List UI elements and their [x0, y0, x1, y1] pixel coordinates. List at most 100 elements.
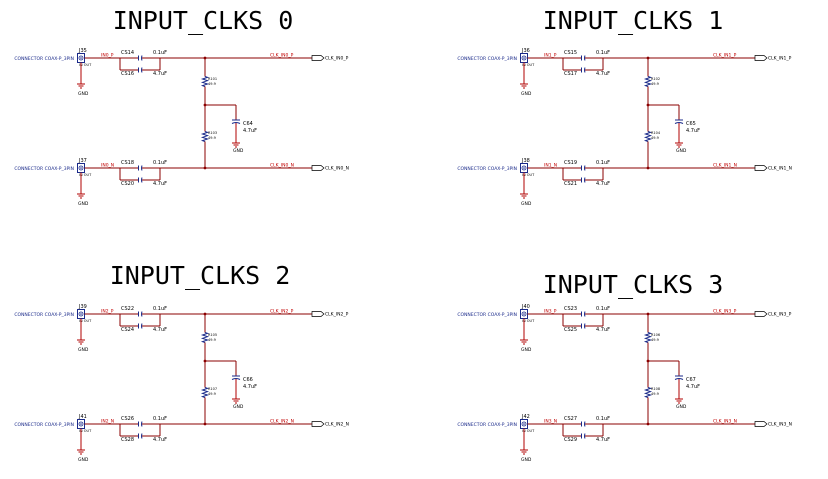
p-connector-label: CONNECTOR COAX-P_3PIN [457, 56, 517, 62]
p-port-label: CLK_IN3_P [768, 312, 792, 318]
net-clk-p-label: CLK_IN2_P [270, 309, 294, 315]
r-top-body [643, 76, 653, 87]
net-in-n-label: IN2_N [101, 419, 114, 425]
net-clk-n-label: CLK_IN3_N [713, 419, 737, 425]
mid-gnd-label: GND [676, 148, 687, 154]
net-in-n-label: IN0_N [101, 163, 114, 169]
net-clk-n-label: CLK_IN0_N [270, 163, 294, 169]
n-connector-pin [78, 165, 84, 171]
net-clk-n-label: CLK_IN2_N [270, 419, 294, 425]
n-cap2-val: 4.7uF [596, 181, 610, 187]
p-cap2-ref: CS17 [564, 71, 577, 77]
p-cap1-val: 0.1uF [596, 50, 610, 56]
net-in-p-label: IN0_P [101, 53, 114, 59]
block-title-3: INPUT_CLKS 3 [543, 270, 724, 299]
mid-cap-plate-bottom [231, 378, 241, 380]
r-top-body [200, 332, 210, 343]
n-cap2-ref: CS28 [121, 437, 134, 443]
r-top-body [643, 332, 653, 343]
r-bot-val: 49.9 [651, 392, 659, 396]
n-cap1-val: 0.1uF [153, 416, 167, 422]
p-connector-ref: J35 [78, 48, 87, 54]
r-top-ref: R102 [651, 77, 660, 81]
p-cap2-val: 4.7uF [153, 71, 167, 77]
r-bot-val: 49.9 [651, 136, 659, 140]
r-top-val: 49.9 [208, 338, 216, 342]
n-connector-pins: IN OUT [79, 173, 92, 177]
mid-cap-ref: C64 [243, 121, 253, 127]
p-cap1-val: 0.1uF [153, 306, 167, 312]
n-cap1-plate-b [141, 421, 143, 427]
mid-cap-ref: C66 [243, 377, 253, 383]
r-bot-val: 49.9 [208, 136, 216, 140]
p-connector-pin [521, 55, 527, 61]
p-cap1-plate-b [141, 55, 143, 61]
p-connector-label: CONNECTOR COAX-P_3PIN [457, 312, 517, 318]
p-cap2-plate-b [141, 67, 143, 73]
mid-cap-plate-bottom [231, 122, 241, 124]
p-connector-pins: IN OUT [79, 319, 92, 323]
p-connector-ref: J40 [521, 304, 530, 310]
p-port-symbol [311, 311, 325, 317]
n-connector-ref: J37 [78, 158, 87, 164]
n-cap1-plate-b [584, 165, 586, 171]
p-cap1-val: 0.1uF [153, 50, 167, 56]
n-connector-label: CONNECTOR COAX-P_3PIN [457, 166, 517, 172]
n-cap2-plate-b [141, 433, 143, 439]
p-cap2-val: 4.7uF [596, 71, 610, 77]
n-connector-ref: J42 [521, 414, 530, 420]
p-connector-label: CONNECTOR COAX-P_3PIN [14, 56, 74, 62]
block-title-2: INPUT_CLKS 2 [110, 261, 291, 290]
p-cap2-plate-b [141, 323, 143, 329]
p-cap1-plate-b [584, 55, 586, 61]
p-connector-center [80, 313, 82, 315]
p-connector-pins: IN OUT [522, 63, 535, 67]
n-cap1-val: 0.1uF [153, 160, 167, 166]
mid-cap-val: 4.7uF [686, 384, 700, 390]
n-cap2-plate-b [584, 433, 586, 439]
n-cap2-val: 4.7uF [153, 181, 167, 187]
r-top-val: 49.9 [208, 82, 216, 86]
r-top-ref: R101 [208, 77, 217, 81]
n-cap1-val: 0.1uF [596, 160, 610, 166]
n-connector-ref: J41 [78, 414, 87, 420]
p-port-symbol [754, 55, 768, 61]
block-title-1: INPUT_CLKS 1 [543, 6, 724, 35]
n-gnd-label: GND [78, 201, 89, 207]
p-connector-center [80, 57, 82, 59]
block-title-0: INPUT_CLKS 0 [113, 6, 294, 35]
p-cap1-val: 0.1uF [596, 306, 610, 312]
n-port-label: CLK_IN1_N [768, 166, 792, 172]
r-top-ref: R105 [208, 333, 217, 337]
n-cap1-ref: CS27 [564, 416, 577, 422]
p-port-symbol [754, 311, 768, 317]
p-connector-center [523, 313, 525, 315]
r-bot-ref: R104 [651, 131, 661, 135]
n-cap1-ref: CS26 [121, 416, 134, 422]
n-cap2-ref: CS21 [564, 181, 577, 187]
r-top-body [200, 76, 210, 87]
net-in-n-label: IN1_N [544, 163, 557, 169]
mid-gnd-label: GND [676, 404, 687, 410]
junction-n [646, 422, 650, 426]
r-top-val: 49.9 [651, 338, 659, 342]
r-bot-body [200, 131, 210, 142]
p-cap1-ref: CS15 [564, 50, 577, 56]
n-connector-label: CONNECTOR COAX-P_3PIN [14, 422, 74, 428]
p-cap1-ref: CS23 [564, 306, 577, 312]
r-bot-ref: R103 [208, 131, 217, 135]
n-gnd-label: GND [521, 457, 532, 463]
n-port-label: CLK_IN0_N [325, 166, 349, 172]
n-connector-ref: J38 [521, 158, 530, 164]
mid-gnd-label: GND [233, 148, 244, 154]
p-cap2-plate-b [584, 67, 586, 73]
p-connector-pin [521, 311, 527, 317]
p-port-symbol [311, 55, 325, 61]
p-connector-pins: IN OUT [522, 319, 535, 323]
n-connector-pin [521, 421, 527, 427]
n-gnd-label: GND [78, 457, 89, 463]
p-connector-pin [78, 55, 84, 61]
n-cap2-val: 4.7uF [596, 437, 610, 443]
